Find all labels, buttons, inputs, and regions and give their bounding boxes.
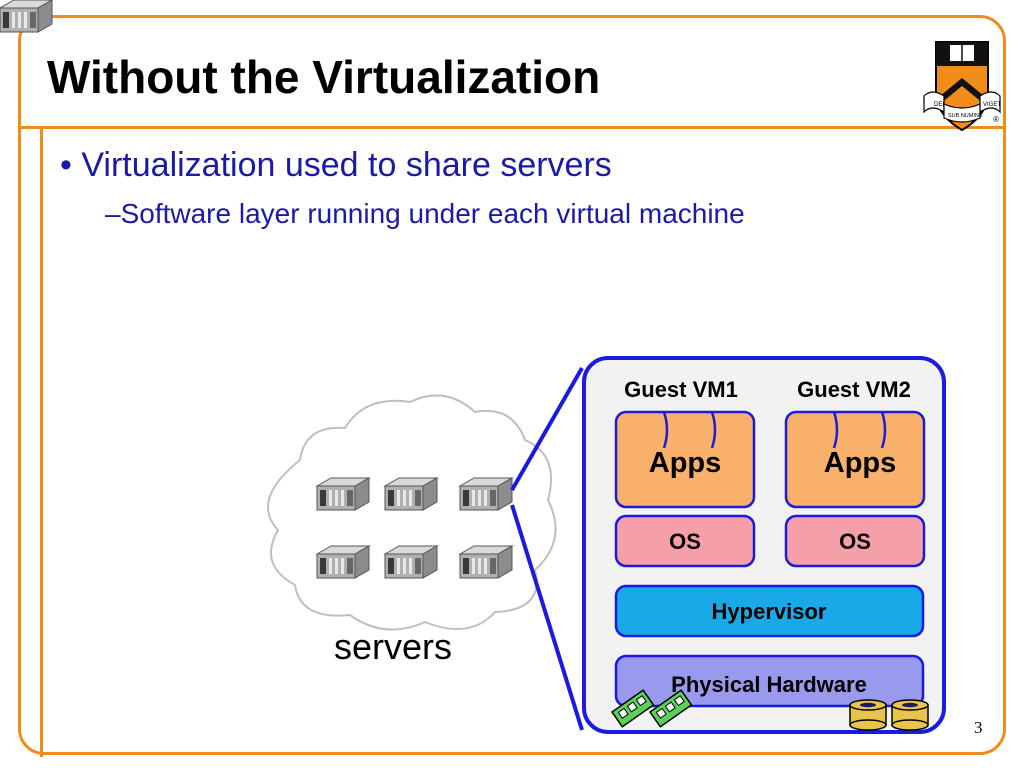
hypervisor-layer — [614, 584, 925, 638]
hardware-layer — [614, 654, 925, 708]
hardware-label: Physical Hardware — [671, 672, 867, 697]
server-icon — [0, 0, 54, 33]
hypervisor-label: Hypervisor — [712, 599, 827, 624]
vm2-apps-label: Apps — [824, 447, 897, 479]
vm2-label: Guest VM2 — [797, 377, 911, 402]
servers-label: servers — [334, 626, 453, 667]
vm1-apps-block: Apps — [614, 410, 756, 509]
slide-title: Without the Virtualization — [47, 51, 601, 103]
bullet-level-1: • Virtualization used to share servers — [60, 146, 612, 185]
memory-chip-icon — [610, 689, 655, 728]
bullet-marker: • — [60, 146, 72, 184]
zoom-line-top — [510, 367, 584, 491]
vm2-os-block — [784, 514, 926, 568]
bullet-1-text: Virtualization used to share servers — [81, 146, 612, 184]
bullet-2-text: Software layer running under each virtua… — [120, 198, 745, 229]
slide-frame — [18, 15, 1006, 755]
vm1-os-block — [614, 514, 756, 568]
vm1-apps-label: Apps — [649, 447, 722, 479]
vm2-apps-block: Apps — [784, 410, 926, 509]
logo-word-2: SUB NUMINE — [948, 113, 983, 119]
left-rule — [40, 127, 43, 757]
zoom-line-bottom — [510, 504, 584, 731]
vm2-os-label: OS — [839, 529, 871, 554]
vm1-label: Guest VM1 — [624, 377, 738, 402]
princeton-shield-logo: DEI SUB NUMINE VIGET ® — [923, 41, 1001, 132]
disk-icon — [849, 699, 887, 731]
logo-word-1: DEI — [934, 102, 944, 108]
vm1-os-label: OS — [669, 529, 701, 554]
bullet-level-2: –Software layer running under each virtu… — [105, 198, 745, 230]
title-divider — [18, 126, 1006, 129]
memory-chip-icon — [648, 689, 693, 728]
logo-word-3: VIGET — [983, 102, 1001, 108]
registered-mark: ® — [993, 115, 999, 124]
slide-number: 3 — [974, 718, 983, 737]
server-rack-icons — [0, 0, 513, 579]
dash-marker: – — [105, 198, 121, 229]
disk-icon — [891, 699, 929, 731]
